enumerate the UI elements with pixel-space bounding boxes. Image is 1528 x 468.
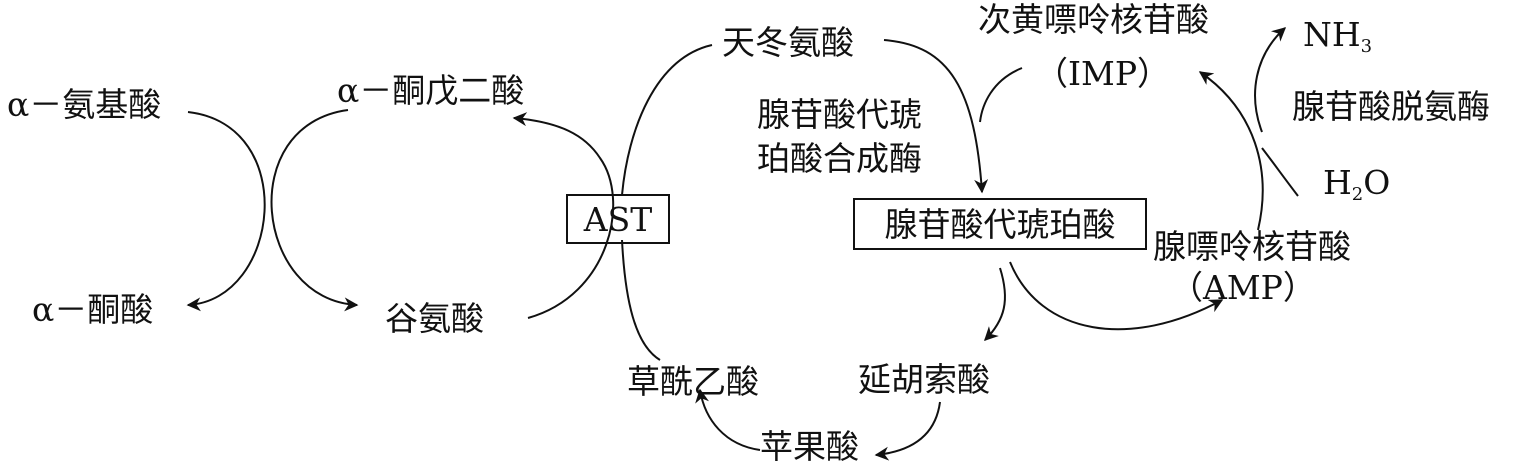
- node-amp-abbr: （AMP）: [1170, 268, 1316, 307]
- molecule-h2o: H2O: [1323, 166, 1390, 204]
- node-imp-name: 次黄嘌呤核苷酸: [978, 0, 1209, 39]
- node-alpha-ketoglutarate: α－酮戊二酸: [337, 71, 525, 110]
- node-malate: 苹果酸: [760, 427, 859, 466]
- molecule-h2o-subscript: 2: [1351, 184, 1364, 205]
- arrow-amino-acid-to-keto-acid: [186, 111, 266, 312]
- arrow-fumarate-to-malate: [874, 401, 941, 461]
- node-aspartate: 天冬氨酸: [722, 23, 854, 62]
- enzyme-adenylosuccinate-synthetase-line1: 腺苷酸代琥: [757, 95, 922, 134]
- enzyme-adenylosuccinate-synthetase-line2: 珀酸合成酶: [757, 139, 922, 178]
- arrow-aspartate-to-adenylosuccinate: [883, 39, 989, 194]
- node-adenylosuccinate-box: 腺苷酸代琥珀酸: [853, 198, 1147, 250]
- node-fumarate: 延胡索酸: [858, 360, 990, 399]
- node-adenylosuccinate-label: 腺苷酸代琥珀酸: [884, 204, 1116, 244]
- arrow-aspartate-curve: [621, 44, 713, 196]
- node-alpha-amino-acid: α－氨基酸: [7, 85, 162, 124]
- arrow-ast-to-ketoglutarate: [512, 112, 615, 319]
- arrow-imp-to-adenylosuccinate: [979, 67, 1023, 123]
- enzyme-amp-deaminase: 腺苷酸脱氨酶: [1292, 87, 1490, 126]
- molecule-nh3: NH3: [1303, 18, 1372, 56]
- arrow-nh3-release: [1254, 27, 1287, 133]
- arrow-ketoglutarate-to-glutamate: [270, 109, 359, 312]
- arrow-h2o-input: [1261, 147, 1299, 197]
- enzyme-ast-label: AST: [583, 199, 653, 239]
- arrow-amp-to-imp: [1198, 71, 1264, 231]
- node-amp-name: 腺嘌呤核苷酸: [1153, 227, 1351, 266]
- arrow-adenylosuccinate-to-fumarate: [984, 267, 1006, 341]
- node-oxaloacetate: 草酰乙酸: [627, 362, 759, 401]
- node-glutamate: 谷氨酸: [385, 299, 484, 338]
- molecule-nh3-base: NH: [1303, 15, 1361, 54]
- arrow-adenylosuccinate-to-amp: [1009, 261, 1224, 331]
- node-alpha-keto-acid: α－酮酸: [32, 290, 154, 329]
- arrow-malate-to-oxaloacetate: [695, 388, 761, 451]
- molecule-nh3-subscript: 3: [1360, 36, 1373, 57]
- molecule-h2o-h: H: [1323, 163, 1352, 202]
- arrow-ast-to-oxaloacetate: [621, 239, 661, 361]
- enzyme-ast-box: AST: [566, 194, 670, 244]
- molecule-h2o-o: O: [1363, 163, 1391, 202]
- node-imp-abbr: （IMP）: [1035, 54, 1171, 93]
